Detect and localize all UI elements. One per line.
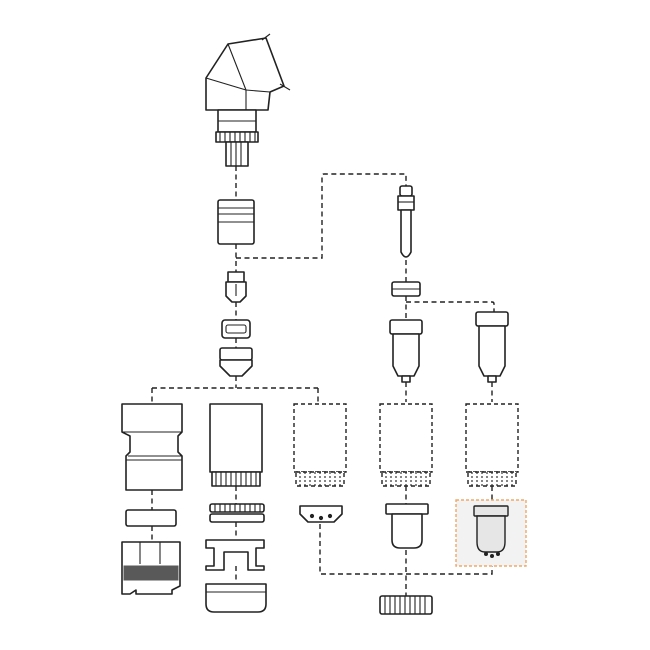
nozzle-b[interactable] bbox=[475, 311, 509, 383]
shield-cup-1[interactable] bbox=[121, 403, 183, 491]
nozzle-variant-b[interactable] bbox=[455, 499, 527, 567]
connection-lines bbox=[151, 166, 495, 596]
swirl-ring[interactable] bbox=[221, 319, 251, 339]
spring-ring[interactable] bbox=[391, 281, 421, 297]
shield-cup-4-option[interactable] bbox=[379, 403, 433, 487]
nozzle-a[interactable] bbox=[389, 319, 423, 383]
shield-cup-2[interactable] bbox=[209, 403, 263, 487]
nozzle-tip[interactable] bbox=[219, 347, 253, 377]
shield-cup-5-option[interactable] bbox=[465, 403, 519, 487]
knurled-base-nut[interactable] bbox=[379, 595, 433, 615]
torch-head[interactable] bbox=[205, 33, 291, 167]
shim-ring[interactable] bbox=[125, 509, 177, 527]
base-collector-line bbox=[319, 524, 493, 596]
long-electrode[interactable] bbox=[397, 185, 415, 258]
branch-line-to-electrode bbox=[236, 173, 407, 259]
retaining-cap[interactable] bbox=[385, 503, 429, 549]
drag-shield[interactable] bbox=[205, 583, 267, 613]
deflector-cap[interactable] bbox=[299, 505, 343, 523]
standoff-guide[interactable] bbox=[121, 541, 181, 595]
torch-sleeve[interactable] bbox=[217, 199, 255, 245]
split-line-nozzles bbox=[405, 296, 495, 320]
guide-bracket[interactable] bbox=[205, 539, 265, 571]
shield-branch-line bbox=[151, 376, 319, 402]
shield-cup-3-option[interactable] bbox=[293, 403, 347, 487]
retaining-ring[interactable] bbox=[209, 503, 265, 523]
electrode[interactable] bbox=[225, 271, 247, 303]
